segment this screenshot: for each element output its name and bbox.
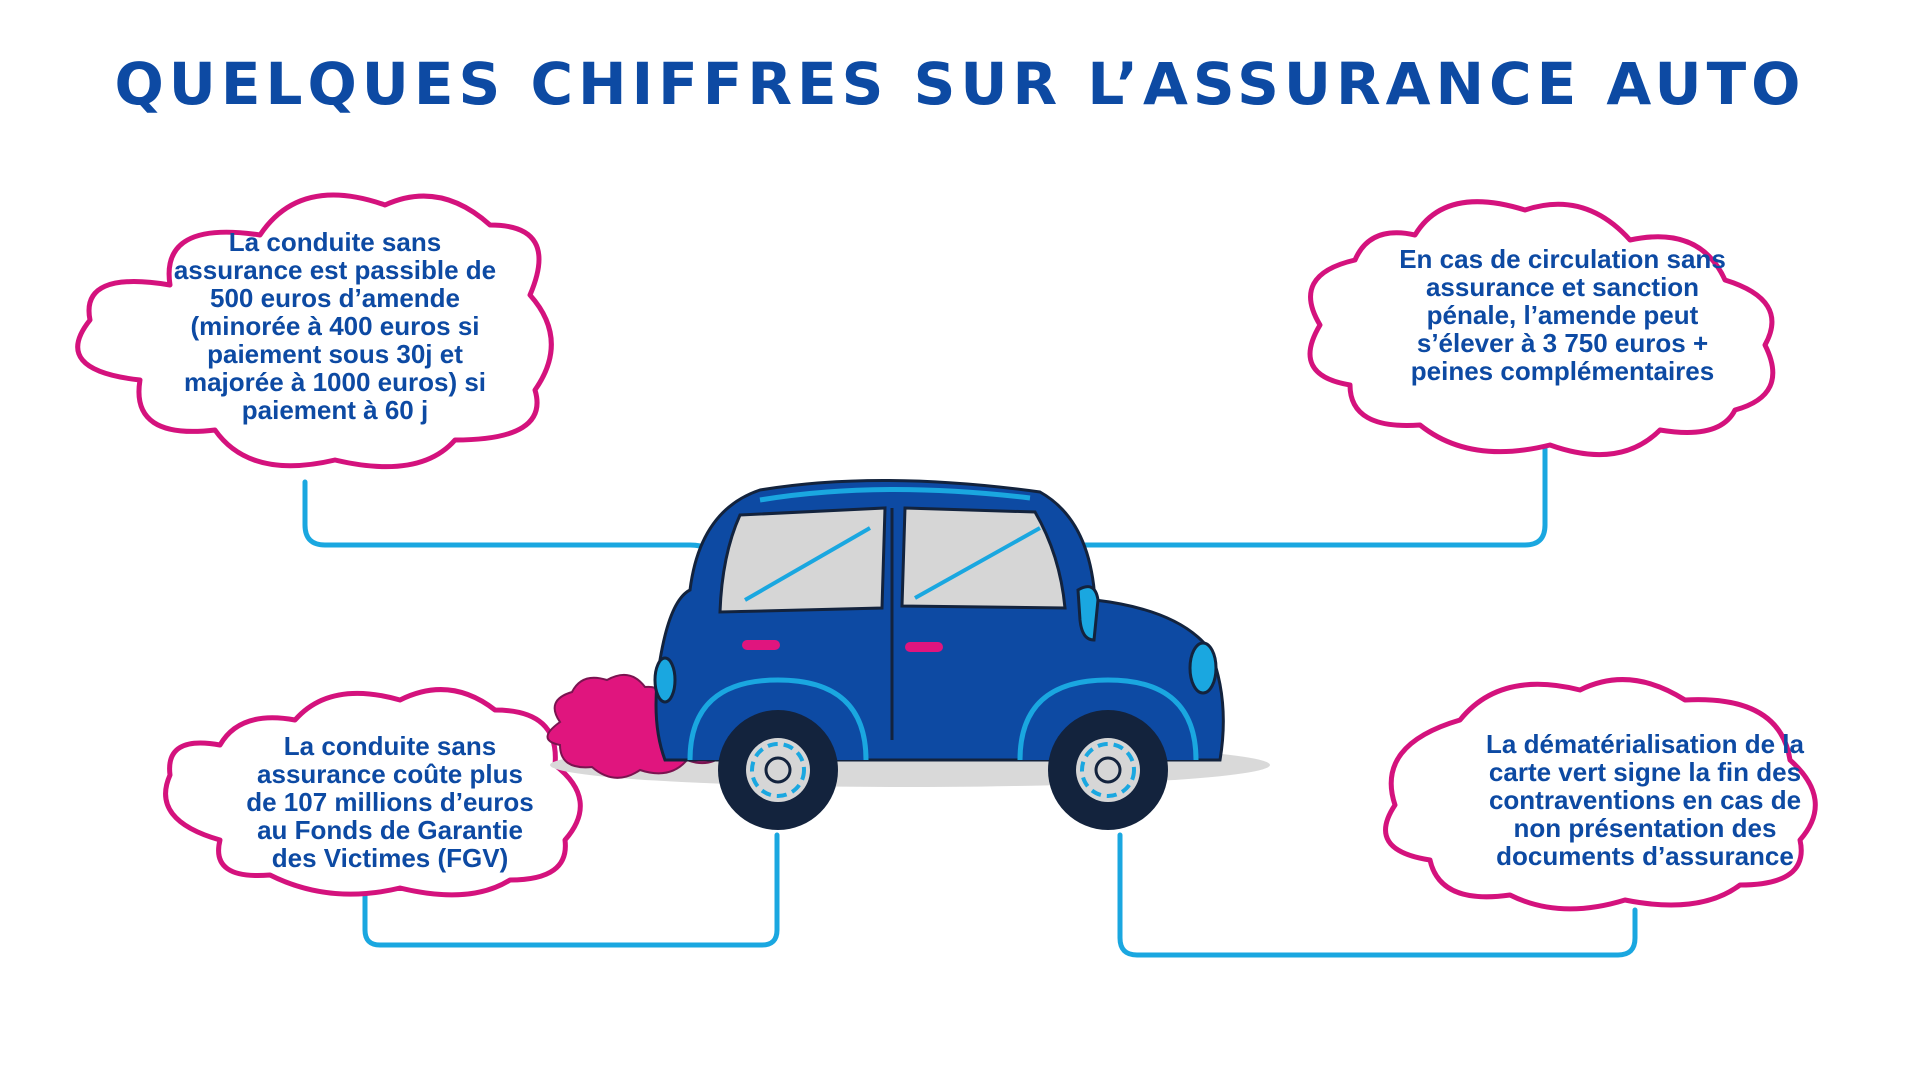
page-title: QUELQUES CHIFFRES SUR L’ASSURANCE AUTO <box>114 50 1806 118</box>
car-roof-highlight <box>759 486 1031 503</box>
cloud-bottom-right <box>1383 677 1818 912</box>
car-window-reflection-rear <box>914 526 1041 600</box>
connector-top-right <box>1077 422 1548 548</box>
car-illustration <box>546 478 1270 830</box>
car-window-front <box>718 506 887 614</box>
car-window-reflection-front <box>744 526 871 602</box>
car-taillight <box>653 656 677 704</box>
cloud-top-left <box>75 192 554 470</box>
connector-top-left <box>302 479 721 563</box>
cloud-bottom-left <box>163 687 583 898</box>
wheel-rear <box>718 710 838 830</box>
car-door-handle-rear <box>905 642 943 652</box>
cloud-top-right <box>1307 199 1776 458</box>
car-door-handle-front <box>742 640 780 650</box>
wheel-front <box>1048 710 1168 830</box>
car-headlight <box>1188 641 1218 695</box>
fact-text-top-left: La conduite sans assurance est passible … <box>173 227 497 425</box>
fact-text-top-right: En cas de circulation sans assurance et … <box>1399 244 1726 386</box>
fact-text-bottom-left: La conduite sans assurance coûte plus de… <box>246 731 534 873</box>
connector-bottom-right <box>1117 832 1638 958</box>
connector-bottom-left <box>362 832 780 948</box>
fact-text-bottom-right: La dématérialisation de la carte vert si… <box>1486 729 1804 871</box>
car-side-mirror <box>1076 585 1100 642</box>
